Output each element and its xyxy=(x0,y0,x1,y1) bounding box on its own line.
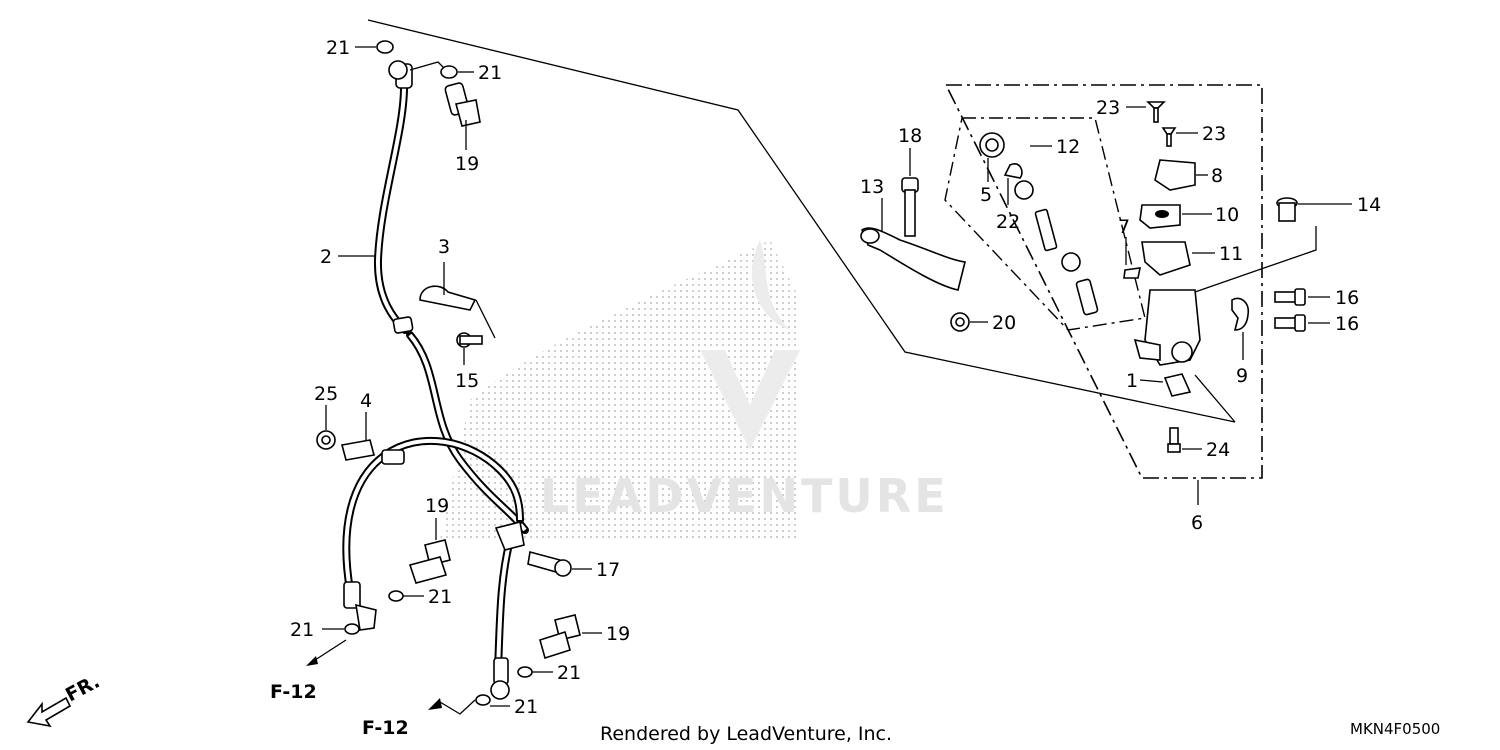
callout-23-a: 23 xyxy=(1096,97,1120,119)
callout-24: 24 xyxy=(1206,439,1230,461)
callout-22: 22 xyxy=(996,211,1020,233)
callout-21-left: 21 xyxy=(290,619,314,641)
callout-6: 6 xyxy=(1191,512,1203,534)
part-15-bolt xyxy=(456,332,483,348)
part-21-washer-bottom xyxy=(475,694,491,706)
brake-hose-upper xyxy=(373,60,529,534)
callout-21-top: 21 xyxy=(326,37,350,59)
brake-hose-lower-left xyxy=(342,436,524,631)
callout-17: 17 xyxy=(596,559,620,581)
part-18-pivot-bolt xyxy=(901,177,919,237)
part-24-screw xyxy=(1167,427,1181,453)
callout-9: 9 xyxy=(1236,365,1248,387)
brake-hose-lower-right xyxy=(490,521,525,700)
part-14-cap xyxy=(1276,197,1298,222)
part-23-screw-b xyxy=(1161,127,1177,147)
callout-3: 3 xyxy=(438,236,450,258)
callout-12: 12 xyxy=(1056,136,1080,158)
reference-labels: F-12 F-12 FR. xyxy=(26,670,409,739)
part-piston-set xyxy=(1003,163,1099,316)
part-4-bracket xyxy=(341,439,375,461)
callout-21-mid: 21 xyxy=(428,586,452,608)
callout-2: 2 xyxy=(320,246,332,268)
callout-16-a: 16 xyxy=(1335,287,1359,309)
part-8-cap xyxy=(1154,159,1196,191)
part-25-nut xyxy=(316,430,336,450)
part-1-switch xyxy=(1163,373,1192,397)
callout-19-low: 19 xyxy=(606,623,630,645)
watermark-text: LEADVENTURE xyxy=(540,469,949,523)
callout-15: 15 xyxy=(455,370,479,392)
callout-23-b: 23 xyxy=(1202,123,1226,145)
part-19-bolt-mid xyxy=(408,539,451,584)
part-16-bolt-b xyxy=(1274,314,1306,332)
callout-4: 4 xyxy=(360,390,372,412)
part-21-washer-top-right xyxy=(440,65,458,79)
part-21-washer-top xyxy=(376,40,394,54)
part-7-clip xyxy=(1123,267,1142,279)
part-21-washer-left xyxy=(344,623,360,635)
part-23-screw-a xyxy=(1146,101,1166,123)
callout-18: 18 xyxy=(898,125,922,147)
callout-5: 5 xyxy=(980,184,992,206)
part-16-bolt-a xyxy=(1274,288,1306,306)
part-master-cylinder-body xyxy=(1133,289,1201,366)
part-5-boot xyxy=(979,132,1005,158)
part-21-washer-low xyxy=(517,666,533,678)
callout-8: 8 xyxy=(1211,165,1223,187)
callout-16-b: 16 xyxy=(1335,313,1359,335)
part-10-plate xyxy=(1139,204,1181,229)
leader-lines xyxy=(306,46,1352,715)
callout-11: 11 xyxy=(1219,243,1243,265)
callout-13: 13 xyxy=(860,176,884,198)
callout-20: 20 xyxy=(992,312,1016,334)
callout-21-bottom: 21 xyxy=(514,696,538,718)
callout-14: 14 xyxy=(1357,194,1381,216)
part-20-nut xyxy=(950,312,970,332)
part-9-clamp xyxy=(1231,297,1250,331)
callouts: 21 21 19 2 3 15 25 4 19 21 21 17 19 21 2… xyxy=(290,37,1381,718)
part-13-lever xyxy=(860,227,966,291)
part-17-bolt xyxy=(527,551,572,577)
watermark-logo: LEADVENTURE xyxy=(440,240,949,540)
callout-21-top-right: 21 xyxy=(478,62,502,84)
front-arrow-icon xyxy=(26,696,72,728)
ref-f12-bottom: F-12 xyxy=(362,717,409,739)
part-19-bolt-low xyxy=(539,614,581,660)
footer-credit: Rendered by LeadVenture, Inc. xyxy=(600,723,892,745)
diagram-code: MKN4F0500 xyxy=(1350,720,1440,738)
callout-21-low: 21 xyxy=(557,662,581,684)
callout-19-mid: 19 xyxy=(425,495,449,517)
callout-1: 1 xyxy=(1126,370,1138,392)
part-21-washer-mid xyxy=(388,590,404,602)
callout-10: 10 xyxy=(1215,204,1239,226)
part-11-diaphragm xyxy=(1141,241,1191,276)
ref-f12-left: F-12 xyxy=(270,681,317,703)
callout-19-top: 19 xyxy=(455,153,479,175)
part-19-bolt-top xyxy=(444,82,481,127)
callout-7: 7 xyxy=(1118,216,1130,238)
part-3-clamp xyxy=(419,285,477,311)
assembly-outline xyxy=(367,19,1263,479)
callout-25: 25 xyxy=(314,383,338,405)
